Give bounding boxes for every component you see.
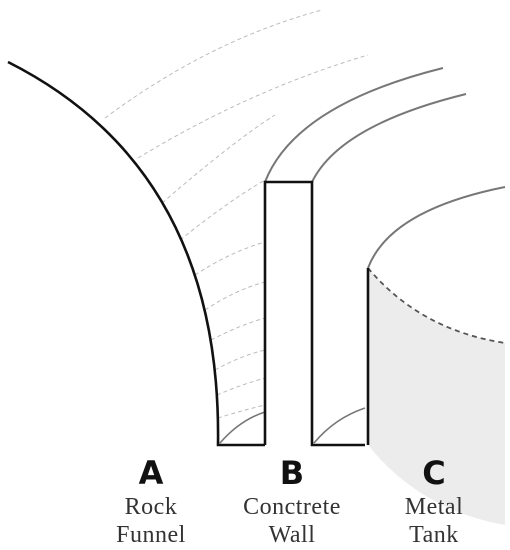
tank-side-shading [368, 268, 505, 525]
label-a-line2: Funnel [116, 522, 186, 548]
concrete-wall-inner-arc [311, 93, 467, 183]
label-b-line1: Conctrete [243, 494, 341, 520]
label-c-line1: Metal [404, 494, 464, 520]
rock-funnel-guides [104, 9, 369, 419]
concrete-wall-outline [263, 180, 365, 447]
concrete-wall-outer-arc [264, 67, 444, 183]
label-c-letter: C [422, 454, 446, 492]
label-a-line1: Rock [124, 494, 178, 520]
label-c-line2: Tank [409, 522, 459, 548]
label-a-letter: A [138, 454, 164, 492]
metal-tank-hidden-edge [367, 267, 506, 344]
rock-funnel-outline [7, 60, 265, 447]
label-b-line2: Wall [268, 522, 316, 548]
label-b-letter: B [279, 454, 305, 492]
metal-tank-top-arc [367, 186, 506, 269]
concrete-wall-base-arc [313, 407, 366, 444]
rock-funnel-base-arc [219, 411, 266, 444]
